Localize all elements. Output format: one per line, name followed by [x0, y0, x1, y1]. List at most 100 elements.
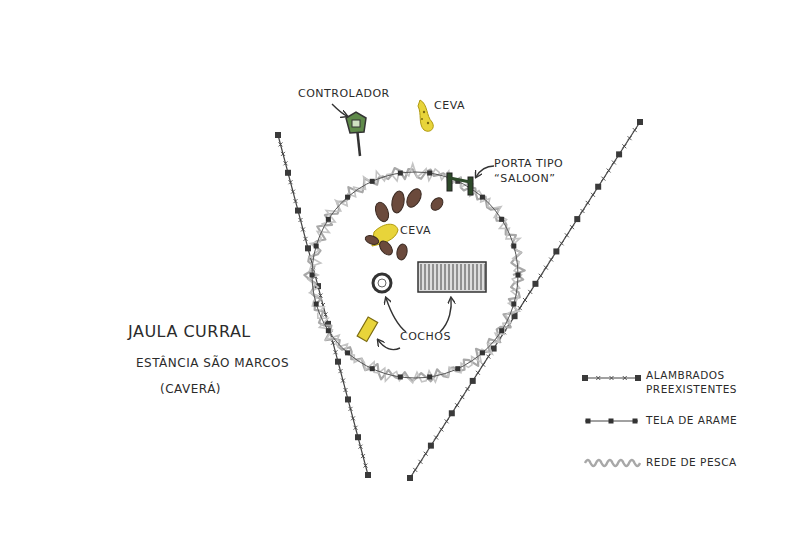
fence-post — [428, 443, 434, 449]
place-subname: (CAVERÁ) — [160, 381, 221, 397]
small-trough — [357, 317, 378, 342]
barb — [610, 376, 614, 380]
fence-post — [335, 359, 341, 365]
barb — [623, 376, 627, 380]
leader-arrow — [378, 340, 400, 350]
wire-post — [511, 302, 516, 307]
barb — [359, 445, 363, 449]
wire-post — [326, 328, 331, 333]
controller-label: CONTROLADOR — [298, 87, 390, 102]
barb — [354, 426, 358, 430]
bait-with-leaves — [364, 186, 445, 260]
barb — [301, 227, 305, 231]
barb — [596, 376, 600, 380]
barb — [439, 427, 443, 431]
existing-fences — [275, 119, 643, 481]
barb — [279, 142, 283, 146]
wire-post — [345, 195, 350, 200]
barb — [486, 355, 490, 359]
barb — [281, 152, 285, 156]
barb — [612, 160, 616, 164]
barb — [518, 306, 522, 310]
fence-post — [470, 378, 476, 384]
fence-post — [345, 396, 351, 402]
wire-post — [370, 366, 375, 371]
wire-post — [609, 419, 614, 424]
saloon-gate — [447, 173, 473, 195]
trough-slat — [469, 264, 470, 290]
net-sample — [585, 460, 640, 466]
fishing-net — [304, 164, 524, 383]
bait-label: CEVA — [400, 224, 431, 239]
fence-post — [635, 375, 641, 381]
trough-slat — [421, 264, 422, 290]
bait-pile — [418, 100, 433, 131]
fence-post — [285, 170, 291, 176]
barb — [601, 177, 605, 181]
fence-post — [637, 119, 643, 125]
barb — [341, 379, 345, 383]
barb — [418, 460, 422, 464]
wire-post — [427, 374, 432, 379]
wire-post — [480, 350, 485, 355]
fence-post — [574, 216, 580, 222]
wire-post — [455, 366, 460, 371]
trough-slat — [465, 264, 466, 290]
controller-device — [346, 112, 366, 156]
fence-post — [595, 184, 601, 190]
barb — [628, 136, 632, 140]
place-name: ESTÂNCIA SÃO MARCOS — [136, 355, 289, 371]
barb — [460, 395, 464, 399]
troughs-label: COCHOS — [400, 330, 451, 345]
wire-post — [345, 350, 350, 355]
barb — [476, 371, 480, 375]
barb — [434, 436, 438, 440]
wire-post — [633, 419, 638, 424]
barb — [289, 180, 293, 184]
wire-post — [370, 179, 375, 184]
barb — [455, 403, 459, 407]
leader-arrow — [332, 104, 347, 116]
legend-text: REDE DE PESCA — [646, 455, 737, 469]
leader-arrow — [440, 298, 451, 332]
wire-post — [314, 243, 319, 248]
trough-slat — [441, 264, 442, 290]
barb — [413, 468, 417, 472]
wire-post — [427, 171, 432, 176]
fence-post — [365, 472, 371, 478]
barb — [334, 350, 338, 354]
trough-slat — [485, 264, 486, 290]
fence-post — [553, 248, 559, 254]
trough-slat — [473, 264, 474, 290]
barb — [344, 388, 348, 392]
trough-slat — [481, 264, 482, 290]
barb — [291, 190, 295, 194]
net-scribble — [304, 168, 524, 381]
wire-mesh — [310, 171, 521, 380]
barb — [570, 225, 574, 229]
fence-post — [582, 375, 588, 381]
barb — [466, 387, 470, 391]
fence-post — [616, 151, 622, 157]
wire-post — [398, 374, 403, 379]
fence-post — [407, 475, 413, 481]
barb — [351, 416, 355, 420]
barb — [349, 407, 353, 411]
wire-post — [586, 419, 591, 424]
barb — [633, 128, 637, 132]
barb — [324, 312, 328, 316]
barb — [523, 298, 527, 302]
barb — [607, 169, 611, 173]
barb — [299, 218, 303, 222]
trough-slat — [445, 264, 446, 290]
fence-wire — [278, 135, 368, 475]
trough-slat — [461, 264, 462, 290]
barb — [284, 161, 288, 165]
trough-slat — [429, 264, 430, 290]
barb — [528, 290, 532, 294]
barb — [294, 199, 298, 203]
wire-post — [314, 302, 319, 307]
legend-samples — [582, 375, 641, 466]
leader-arrow — [476, 166, 494, 177]
